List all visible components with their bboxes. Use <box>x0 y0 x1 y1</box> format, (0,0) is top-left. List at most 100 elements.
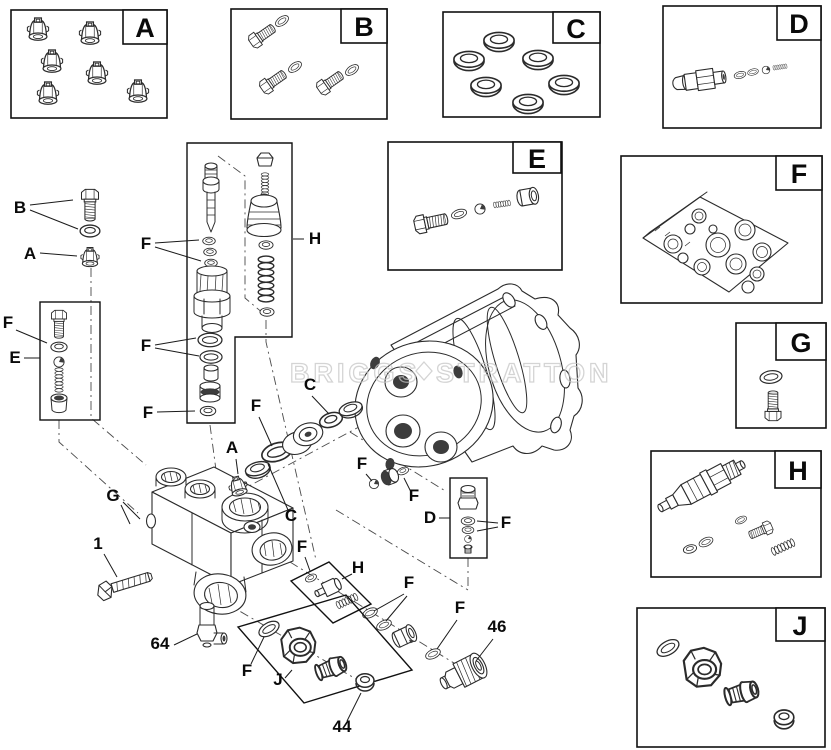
pump-housing <box>354 283 583 470</box>
watermark-right: STRATTON <box>436 358 613 388</box>
ball <box>464 535 472 543</box>
valve-kit-box <box>39 301 101 421</box>
callout-f: F <box>141 234 151 253</box>
retainer <box>199 381 221 403</box>
seal <box>522 49 554 71</box>
o-ring <box>258 240 274 250</box>
o-ring <box>197 332 223 348</box>
callout-f: F <box>501 513 511 532</box>
orifice-fitting <box>314 577 342 598</box>
garden-hose-kit-outline <box>236 594 414 704</box>
group-box-b: B <box>230 8 388 120</box>
mounting-bolt <box>97 572 153 602</box>
knurled-nut <box>682 646 723 688</box>
thermal-relief-valve <box>196 601 228 648</box>
callout-labels: B A F E F F F H C F A C F F D F G 1 64 F… <box>3 198 511 736</box>
callout-f: F <box>455 598 465 617</box>
unloader-nut <box>256 152 274 167</box>
group-box-h: H <box>650 450 822 578</box>
spring <box>260 172 270 196</box>
cap-seal <box>355 673 375 692</box>
unloader-kit-outline <box>289 561 373 624</box>
callout-f: F <box>3 313 13 332</box>
hose-adapter <box>439 652 488 690</box>
valve-cap <box>80 246 100 268</box>
group-g-label: G <box>790 328 811 358</box>
spring <box>257 255 275 303</box>
callout-h: H <box>352 558 364 577</box>
callout-c: C <box>304 375 316 394</box>
callout-f: F <box>357 454 367 473</box>
hose-barb <box>312 653 350 684</box>
callout-g: G <box>106 486 119 505</box>
callout-j: J <box>273 670 282 689</box>
callout-f: F <box>297 537 307 556</box>
callout-f: F <box>251 396 261 415</box>
valve-seat <box>50 393 68 414</box>
callout-64: 64 <box>151 634 170 653</box>
seal <box>548 74 580 96</box>
group-f-label: F <box>791 159 808 189</box>
seal <box>512 93 544 115</box>
unloader-knob <box>246 193 282 238</box>
spring <box>54 367 64 393</box>
group-c-label: C <box>566 14 586 44</box>
group-j-label: J <box>792 611 807 641</box>
callout-d: D <box>424 508 436 527</box>
callout-f: F <box>409 486 419 505</box>
callout-a: A <box>24 244 36 263</box>
group-e-label: E <box>528 144 546 174</box>
screw <box>463 544 473 554</box>
o-ring <box>50 341 68 353</box>
callout-44: 44 <box>333 717 352 736</box>
drain-plug <box>80 188 100 222</box>
unloader-group-box <box>186 142 293 424</box>
callout-e: E <box>9 348 20 367</box>
seal <box>483 31 515 53</box>
callout-h: H <box>309 229 321 248</box>
injection-kit-box <box>449 477 488 559</box>
o-ring <box>460 516 476 526</box>
leader-lines <box>15 199 499 722</box>
callout-f: F <box>404 573 414 592</box>
group-box-e: E <box>387 141 563 271</box>
o-ring <box>255 617 283 641</box>
group-box-j: J <box>636 607 826 748</box>
injection-fitting <box>457 484 479 510</box>
o-ring <box>199 405 217 417</box>
piston <box>203 364 219 382</box>
alignment-lines <box>58 155 469 687</box>
o-ring <box>461 526 475 534</box>
check-valve <box>391 624 418 648</box>
group-box-a: A <box>10 9 168 119</box>
o-ring <box>203 247 217 257</box>
callout-46: 46 <box>488 617 507 636</box>
seal <box>453 50 485 72</box>
o-ring <box>202 236 216 246</box>
callout-f: F <box>242 661 252 680</box>
hex-plug <box>50 309 68 339</box>
unloader-valve-assembly <box>657 459 746 513</box>
group-b-label: B <box>354 12 374 42</box>
manifold <box>145 466 294 615</box>
seal <box>243 458 273 482</box>
valve-body <box>193 265 231 334</box>
group-h-label: H <box>788 456 808 486</box>
group-a-label: A <box>135 13 155 43</box>
callout-f: F <box>143 403 153 422</box>
watermark-left: BRIGGS <box>290 358 421 388</box>
callout-a: A <box>226 438 238 457</box>
ball <box>474 203 486 215</box>
quick-connect-coupler <box>672 67 727 92</box>
callout-f: F <box>141 336 151 355</box>
callout-b: B <box>14 198 26 217</box>
callout-c: C <box>285 506 297 525</box>
watermark: BRIGGS STRATTON <box>289 357 613 388</box>
group-box-c: C <box>442 11 601 118</box>
group-box-d: D <box>662 5 822 129</box>
knurled-nut <box>280 626 317 665</box>
o-ring <box>79 224 101 238</box>
ball <box>368 478 380 490</box>
